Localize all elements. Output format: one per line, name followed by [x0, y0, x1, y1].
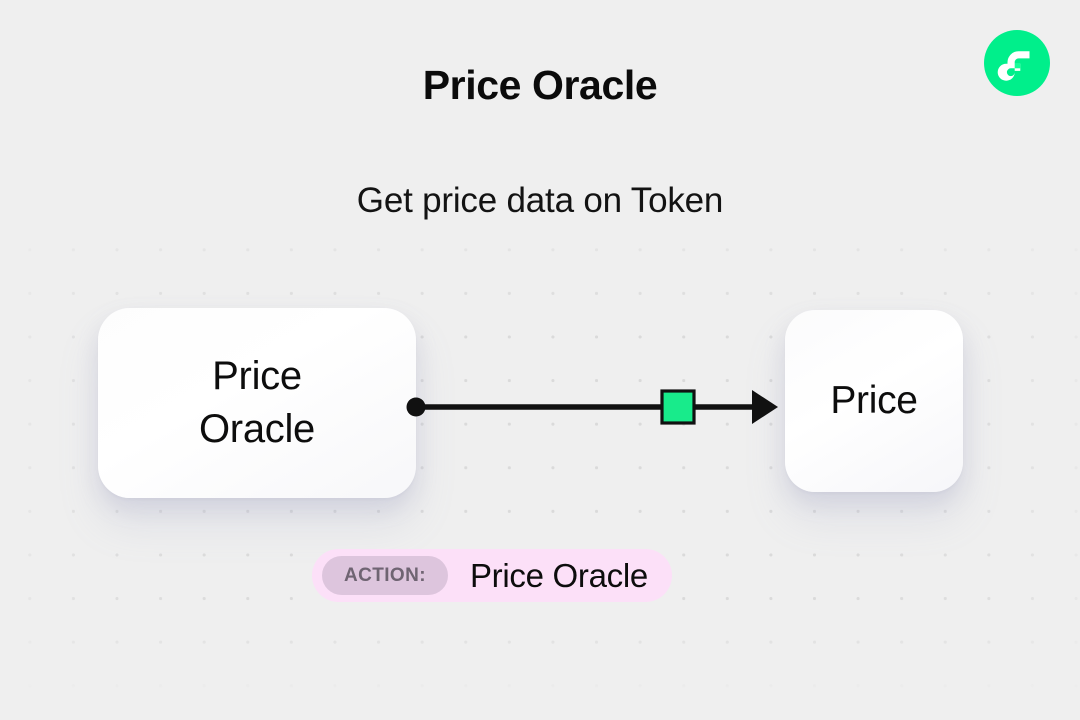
node-price-oracle-label: Price Oracle [198, 354, 315, 451]
page-subtitle: Get price data on Token [356, 181, 724, 220]
node-price-label: Price [830, 379, 918, 423]
action-value: Price Oracle [469, 556, 648, 594]
action-chip: ACTION: [322, 556, 448, 595]
action-chip-label: ACTION: [344, 564, 426, 586]
green-square-marker-icon[interactable] [660, 389, 696, 425]
page-title: Price Oracle [422, 62, 658, 108]
arrow-right-icon [752, 390, 778, 424]
connector-edge [400, 380, 790, 434]
node-price-oracle[interactable]: Price Oracle [98, 308, 416, 498]
node-price[interactable]: Price [785, 310, 963, 492]
action-badge[interactable]: ACTION: Price Oracle [312, 549, 672, 602]
flow-logo-icon [984, 30, 1050, 96]
